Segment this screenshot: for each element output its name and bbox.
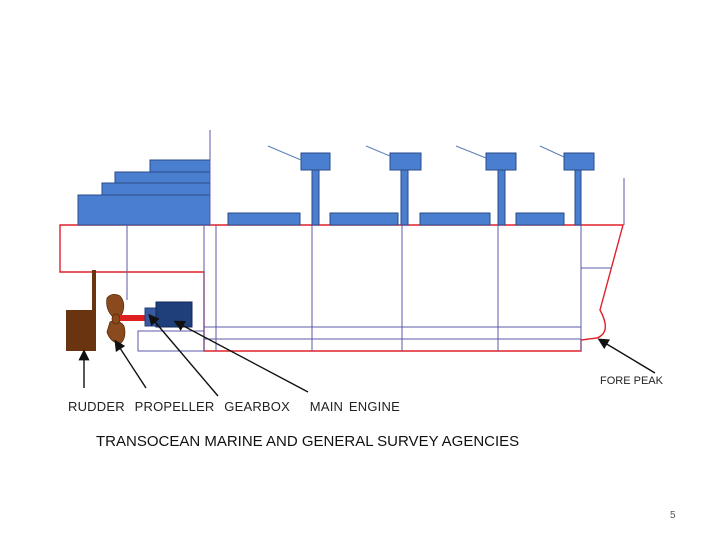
main-engine-label: MAIN ENGINE	[309, 399, 400, 414]
rudder	[66, 270, 96, 351]
pointer-arrows	[78, 313, 656, 397]
gearbox-label: GEARBOX	[224, 399, 290, 414]
rudder-label: RUDDER	[68, 399, 125, 414]
hull-outline	[59, 224, 624, 352]
masts	[209, 130, 625, 225]
fore-peak-label: FORE PEAK	[600, 375, 663, 387]
page-number: 5	[670, 510, 676, 521]
component-labels: RUDDER PROPELLER GEARBOX MAIN ENGINE	[68, 399, 400, 414]
internal-structure	[126, 225, 612, 352]
propeller	[106, 294, 126, 345]
company-title: TRANSOCEAN MARINE AND GENERAL SURVEY AGE…	[96, 433, 520, 450]
shaft	[120, 315, 148, 321]
hatch-covers	[227, 212, 565, 226]
main-engine	[155, 301, 193, 328]
cranes	[300, 152, 595, 226]
propeller-label: PROPELLER	[134, 399, 215, 414]
superstructure	[77, 159, 211, 226]
crane-jibs	[267, 145, 565, 161]
